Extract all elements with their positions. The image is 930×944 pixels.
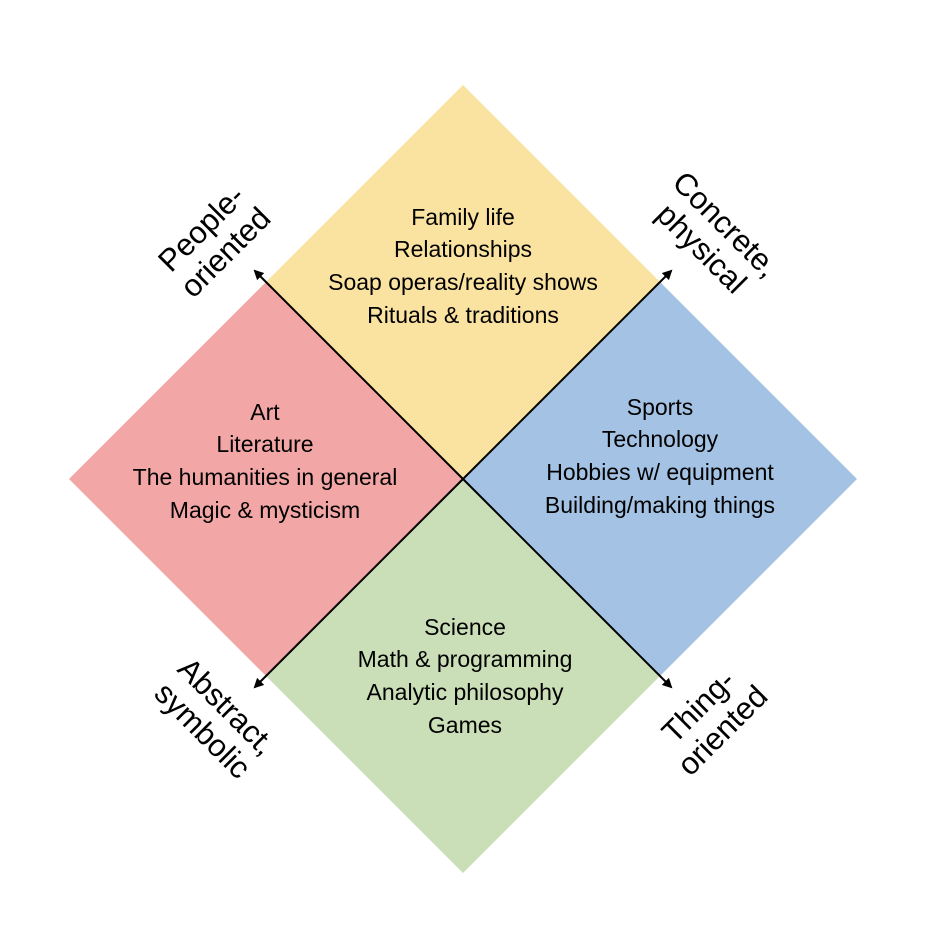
quadrant-item: Technology bbox=[602, 426, 719, 452]
axis-thing-arrow bbox=[462, 478, 673, 689]
quadrant-item: Soap operas/reality shows bbox=[328, 269, 598, 295]
axis-label-thing-oriented: Thing- oriented bbox=[655, 663, 774, 782]
quadrant-item: Building/making things bbox=[545, 492, 775, 518]
quadrant-bottom-text: Science Math & programming Analytic phil… bbox=[358, 614, 573, 738]
quadrant-right-text: Sports Technology Hobbies w/ equipment B… bbox=[545, 394, 775, 518]
quadrant-item: Art bbox=[250, 399, 280, 425]
quadrant-item: Family life bbox=[411, 204, 515, 230]
quadrant-item: Hobbies w/ equipment bbox=[546, 459, 774, 485]
quadrant-item: Relationships bbox=[394, 236, 532, 262]
quadrant-item: The humanities in general bbox=[133, 464, 398, 490]
quadrant-item: Sports bbox=[627, 394, 693, 420]
quadrant-top-text: Family life Relationships Soap operas/re… bbox=[328, 204, 598, 328]
axis-people-thing-arrow bbox=[253, 269, 464, 480]
axis-label-people-oriented: People- oriented bbox=[151, 178, 277, 304]
axis-abstract-arrow bbox=[253, 478, 464, 689]
quadrant-item: Rituals & traditions bbox=[367, 302, 559, 328]
axis-concrete-arrow bbox=[462, 269, 673, 480]
quadrant-item: Literature bbox=[216, 431, 313, 457]
quadrant-item: Math & programming bbox=[358, 646, 573, 672]
quadrant-item: Science bbox=[424, 614, 506, 640]
quadrant-item: Analytic philosophy bbox=[367, 679, 564, 705]
quadrant-item: Games bbox=[428, 712, 502, 738]
quadrant-left-text: Art Literature The humanities in general… bbox=[133, 399, 398, 523]
quadrant-item: Magic & mysticism bbox=[170, 497, 360, 523]
